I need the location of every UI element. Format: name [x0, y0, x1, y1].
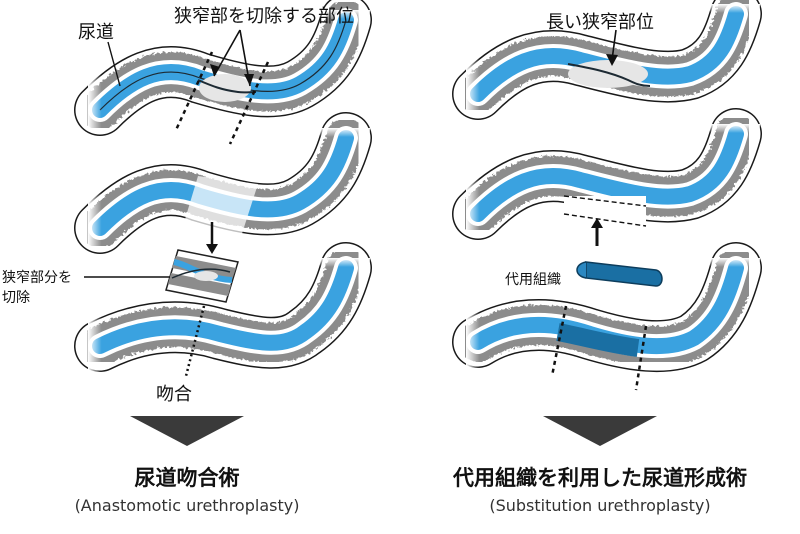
anastomosis-label: 吻合	[156, 384, 192, 405]
excise-label-line2: 切除	[2, 290, 30, 306]
urethra-opened	[452, 108, 762, 240]
suture-line-right	[634, 325, 648, 391]
urethra-pointer-line	[107, 41, 121, 87]
cut-line-right	[228, 61, 270, 145]
graft-label: 代用組織	[505, 272, 561, 288]
graft-tissue	[576, 261, 663, 287]
urethra-excision	[74, 112, 372, 254]
panel-left-2: 狭窄部分を 切除	[2, 112, 372, 306]
right-subtitle: (Substitution urethroplasty)	[489, 496, 711, 515]
excised-segment	[165, 249, 239, 303]
left-title: 尿道吻合術	[134, 466, 240, 490]
panel-right-1: 長い狭窄部位	[452, 0, 762, 120]
excise-label-line1: 狭窄部分を	[2, 269, 72, 286]
panel-left-3: 吻合	[74, 242, 372, 405]
cut-line-left	[174, 51, 214, 131]
anastomosis-line	[184, 305, 206, 377]
suture-line-left	[550, 305, 568, 377]
down-triangle-right	[543, 416, 657, 446]
urethra-label: 尿道	[78, 22, 114, 43]
stricture-excision-site-label: 狭窄部を切除する部位	[174, 6, 354, 27]
down-triangle-left	[130, 416, 244, 446]
opened-urethra-gap	[564, 196, 646, 232]
panel-right-3	[452, 242, 762, 391]
urethra-long-stricture	[452, 0, 762, 120]
excised-gap	[180, 176, 258, 246]
panel-right-2: 代用組織	[452, 108, 762, 288]
panel-left-1: 尿道 狭窄部を切除する部位	[74, 0, 372, 145]
graft-in-place	[556, 323, 640, 357]
right-title: 代用組織を利用した尿道形成術	[453, 466, 747, 490]
long-stricture-label: 長い狭窄部位	[546, 12, 654, 33]
urethra-with-stricture	[74, 0, 372, 136]
urethra-anastomosed	[74, 242, 372, 380]
left-subtitle: (Anastomotic urethroplasty)	[74, 496, 300, 515]
